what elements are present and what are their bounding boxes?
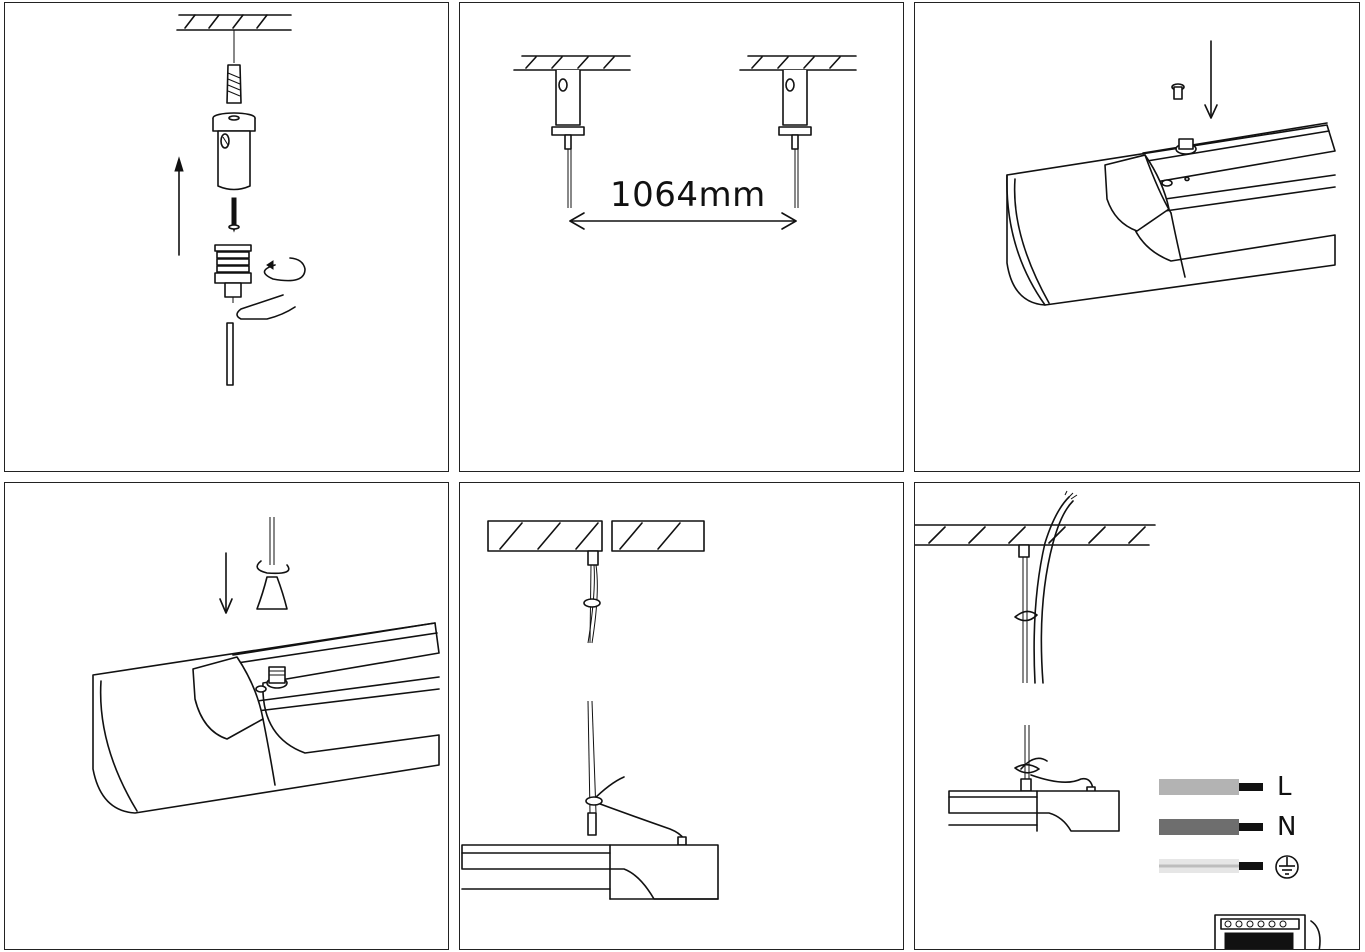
wire-label-n: N xyxy=(1277,812,1297,842)
luminaire-screw-illustration xyxy=(1006,40,1336,306)
cable-gripper-illustration xyxy=(92,517,440,814)
wire-n-insulation xyxy=(1159,819,1239,835)
wire-label-l: L xyxy=(1277,772,1292,802)
suspension-spacing-illustration xyxy=(513,55,857,230)
cable-routing-illustration xyxy=(461,520,719,900)
ceiling-anchor-illustration xyxy=(174,14,306,386)
panel-step-4 xyxy=(4,482,449,950)
panel-step-3 xyxy=(914,2,1360,472)
earth-ground-icon xyxy=(1275,855,1299,879)
wire-l-insulation xyxy=(1159,779,1239,795)
electrical-connection-illustration xyxy=(915,490,1321,949)
panel-step-2: 1064mm xyxy=(459,2,904,472)
panel-step-5 xyxy=(459,482,904,950)
panel-step-6: L N xyxy=(914,482,1360,950)
dimension-label: 1064mm xyxy=(610,175,766,215)
panel-step-1 xyxy=(4,2,449,472)
